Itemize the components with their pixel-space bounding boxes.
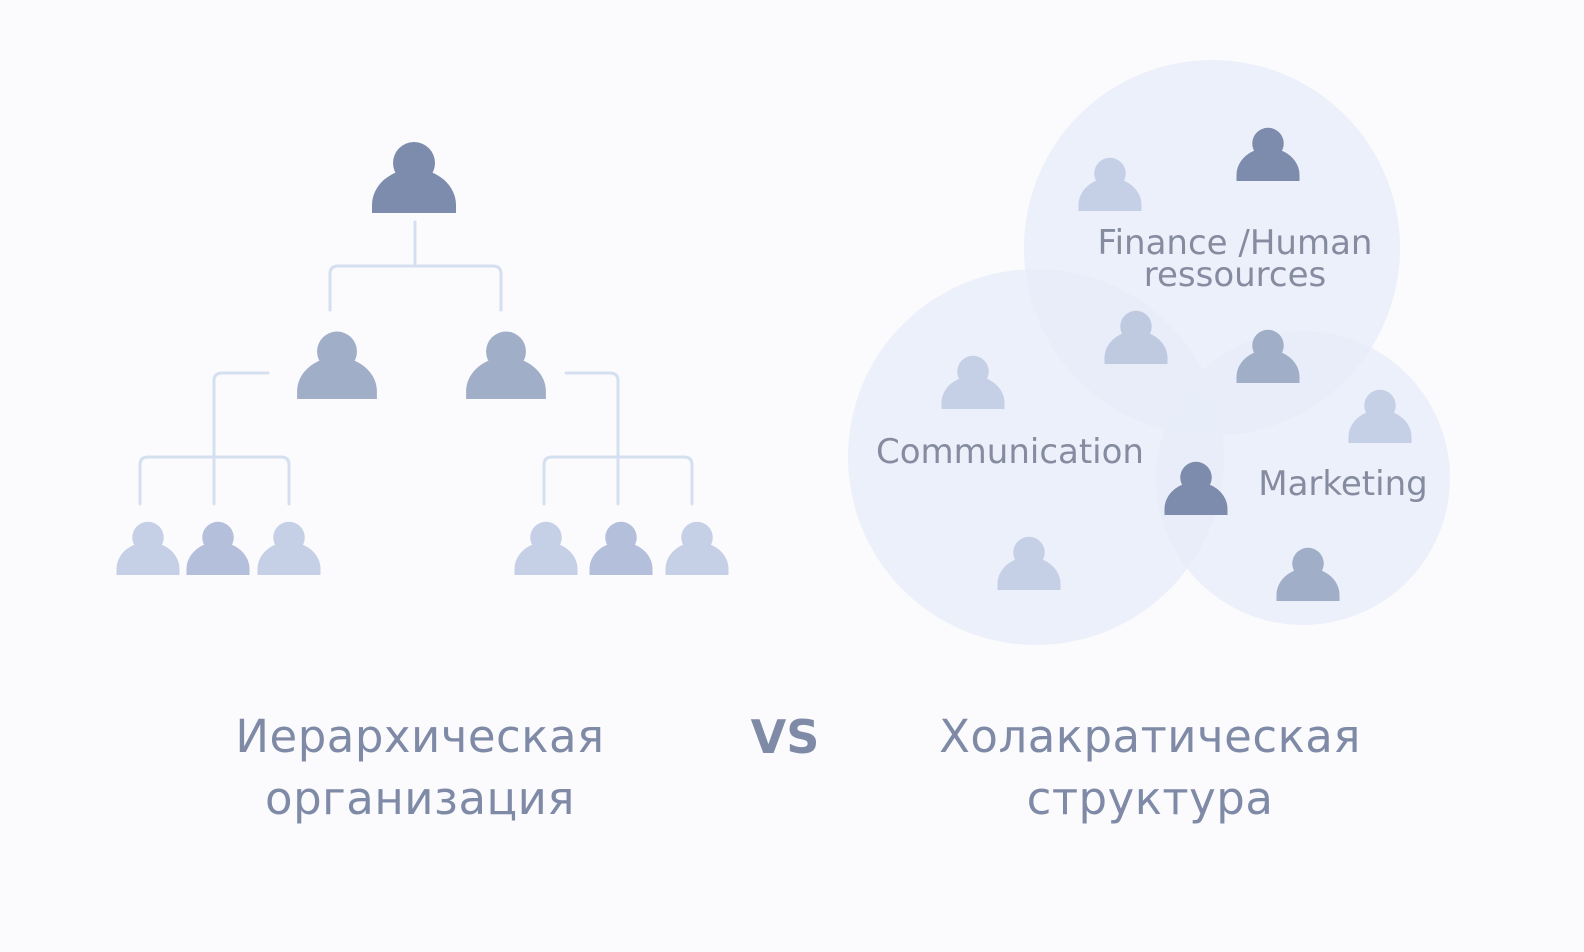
holacracy-caption-line1: Холакратическая	[939, 710, 1361, 763]
circle-label-finance-line1: Finance /Human	[1098, 223, 1373, 263]
connector-left-children	[138, 455, 291, 506]
connector-level2	[328, 264, 503, 312]
hierarchy-caption-line2: организация	[265, 772, 575, 825]
circle-labels: Finance /Human ressources Communication …	[876, 223, 1428, 504]
person-icon-employee	[257, 521, 321, 575]
hierarchy-caption-line1: Иерархическая	[235, 710, 605, 763]
circle-label-finance-line2: ressources	[1144, 255, 1326, 295]
holacracy-caption-line2: структура	[1026, 772, 1274, 825]
connector-right-branch	[564, 371, 620, 506]
person-icon-employee	[665, 521, 729, 575]
person-icon-employee	[514, 521, 578, 575]
circle-label-marketing: Marketing	[1258, 464, 1427, 504]
connector-right-children	[542, 455, 694, 506]
circle-label-communication: Communication	[876, 432, 1144, 472]
connector-left-branch	[212, 371, 270, 506]
hierarchy-connectors	[138, 220, 694, 506]
person-icon-manager-right	[466, 331, 546, 399]
person-icon-manager-left	[297, 331, 377, 399]
hierarchy-caption: Иерархическая организация	[140, 706, 700, 830]
person-icon-employee	[116, 521, 180, 575]
vs-label: VS	[750, 710, 820, 764]
holacracy-caption: Холакратическая структура	[870, 706, 1430, 830]
person-icon-ceo	[372, 142, 456, 213]
person-icon-employee	[186, 521, 250, 575]
hierarchy-people	[116, 142, 729, 575]
person-icon-employee	[589, 521, 653, 575]
